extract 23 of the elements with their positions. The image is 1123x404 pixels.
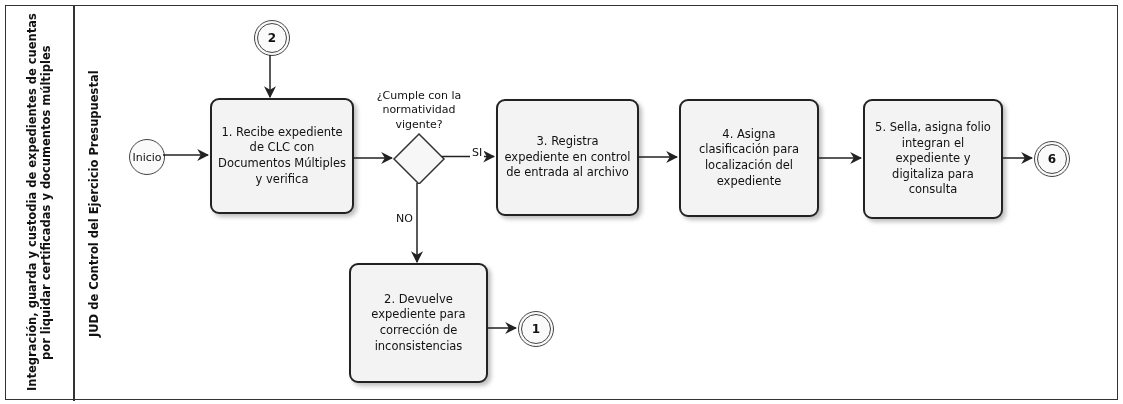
arrow: [411, 182, 423, 264]
lane-title: JUD de Control del Ejercicio Presupuestal: [74, 6, 113, 401]
arrow: [636, 151, 679, 163]
edge-label: SI: [470, 146, 485, 159]
connector-circle: 6: [1034, 141, 1070, 177]
decision-question: ¿Cumple con la normatividad vigente?: [375, 89, 463, 132]
arrow: [351, 152, 394, 164]
arrow: [264, 54, 276, 99]
connector-circle: 1: [518, 311, 554, 347]
task-box: 2. Devuelve expediente para corrección de inconsistencias: [349, 263, 488, 383]
task-box: 3. Registra expediente en control de entrada al archivo: [496, 99, 639, 216]
edge-label: NO: [394, 212, 415, 225]
arrow: [816, 152, 863, 164]
arrow: [441, 150, 496, 163]
task-box: 4. Asigna clasificación para localización del expediente: [679, 99, 819, 217]
task-box: 5. Sella, asigna folio integran el expediente y digitaliza para consulta: [863, 99, 1003, 219]
pool-title: Integración, guarda y custodia de expedientes de cuentas por liquidar certificadas y documentos múltiples: [23, 12, 54, 394]
arrow: [162, 149, 210, 161]
connector-circle: 2: [254, 20, 290, 56]
arrow: [1000, 152, 1034, 164]
task-box: 1. Recibe expediente de CLC con Documentos Múltiples y verifica: [210, 98, 354, 214]
arrow: [485, 322, 518, 334]
start-event-circle: Inicio: [129, 139, 165, 175]
